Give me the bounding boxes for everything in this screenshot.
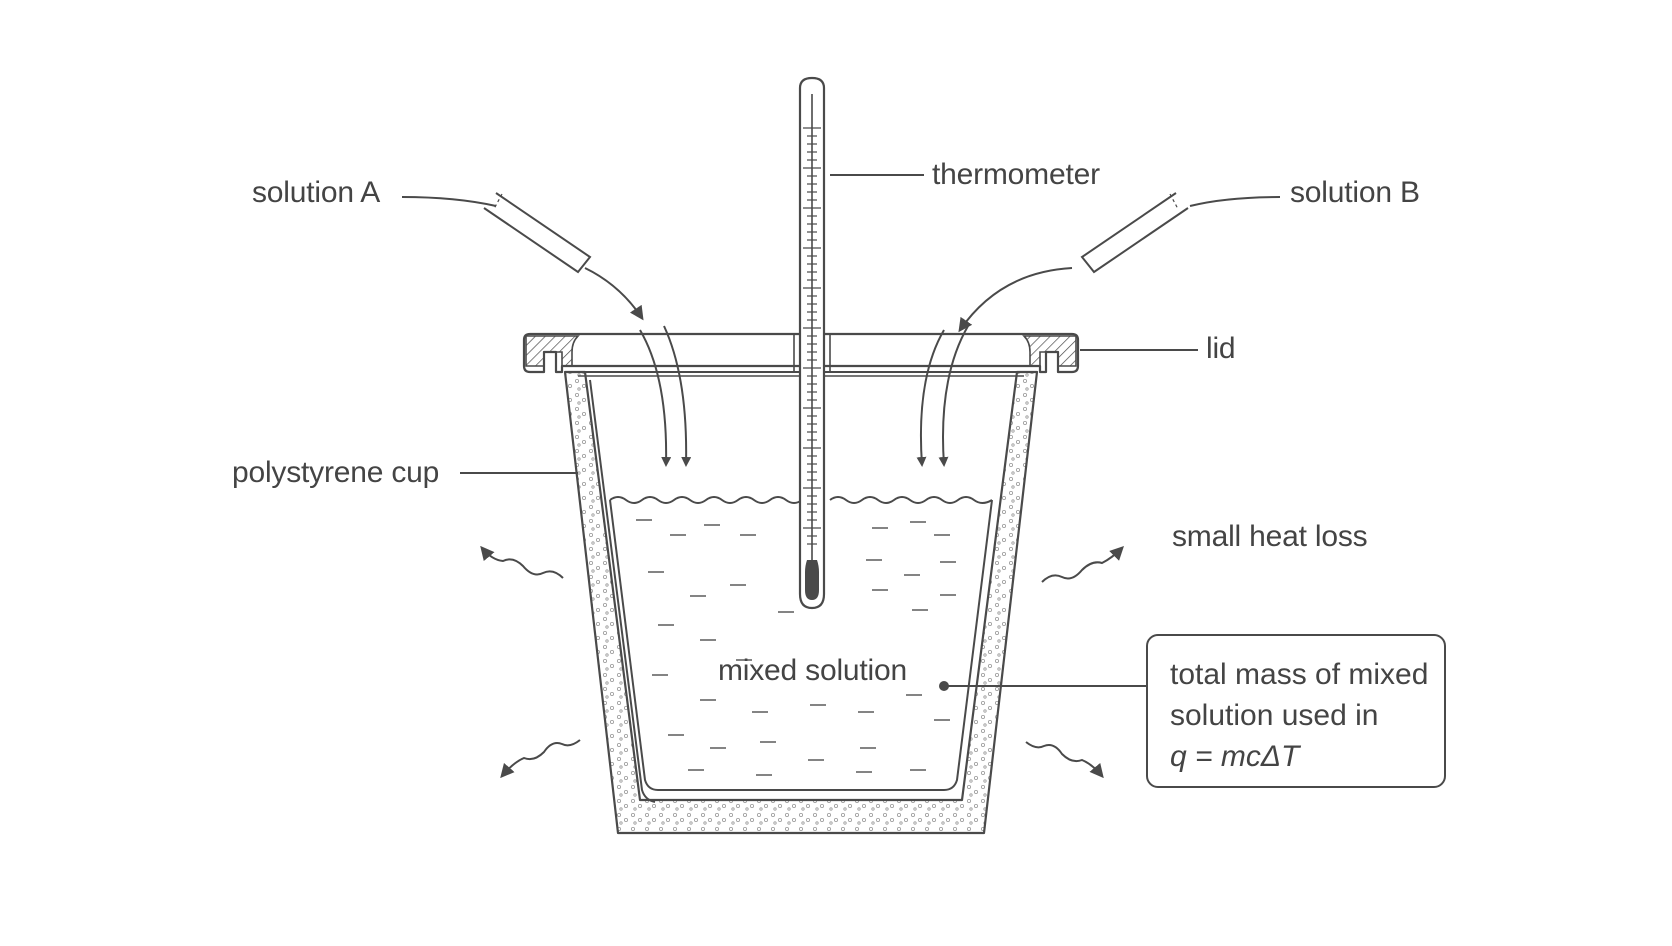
leader-lines xyxy=(401,174,1281,687)
pipette-a xyxy=(483,192,592,274)
label-solution-a: solution A xyxy=(252,176,381,209)
heat-loss-arrows xyxy=(480,545,1124,779)
label-solution-b: solution B xyxy=(1290,176,1420,209)
mass-note-box: total mass of mixed solution used in q =… xyxy=(1146,634,1446,788)
label-thermometer: thermometer xyxy=(932,158,1100,191)
note-line-1: total mass of mixed xyxy=(1170,658,1429,691)
note-equation: q = mcΔT xyxy=(1170,740,1300,773)
thermometer xyxy=(793,76,831,610)
mixed-solution-dot xyxy=(939,681,949,691)
label-lid: lid xyxy=(1206,332,1236,365)
mixed-solution-liquid xyxy=(609,496,993,791)
pipette-b xyxy=(1080,192,1189,274)
pour-arrows xyxy=(584,267,1073,467)
note-line-2: solution used in xyxy=(1170,699,1379,732)
label-heat-loss: small heat loss xyxy=(1172,520,1368,553)
label-polystyrene-cup: polystyrene cup xyxy=(232,456,440,489)
label-mixed-solution: mixed solution xyxy=(718,654,907,687)
